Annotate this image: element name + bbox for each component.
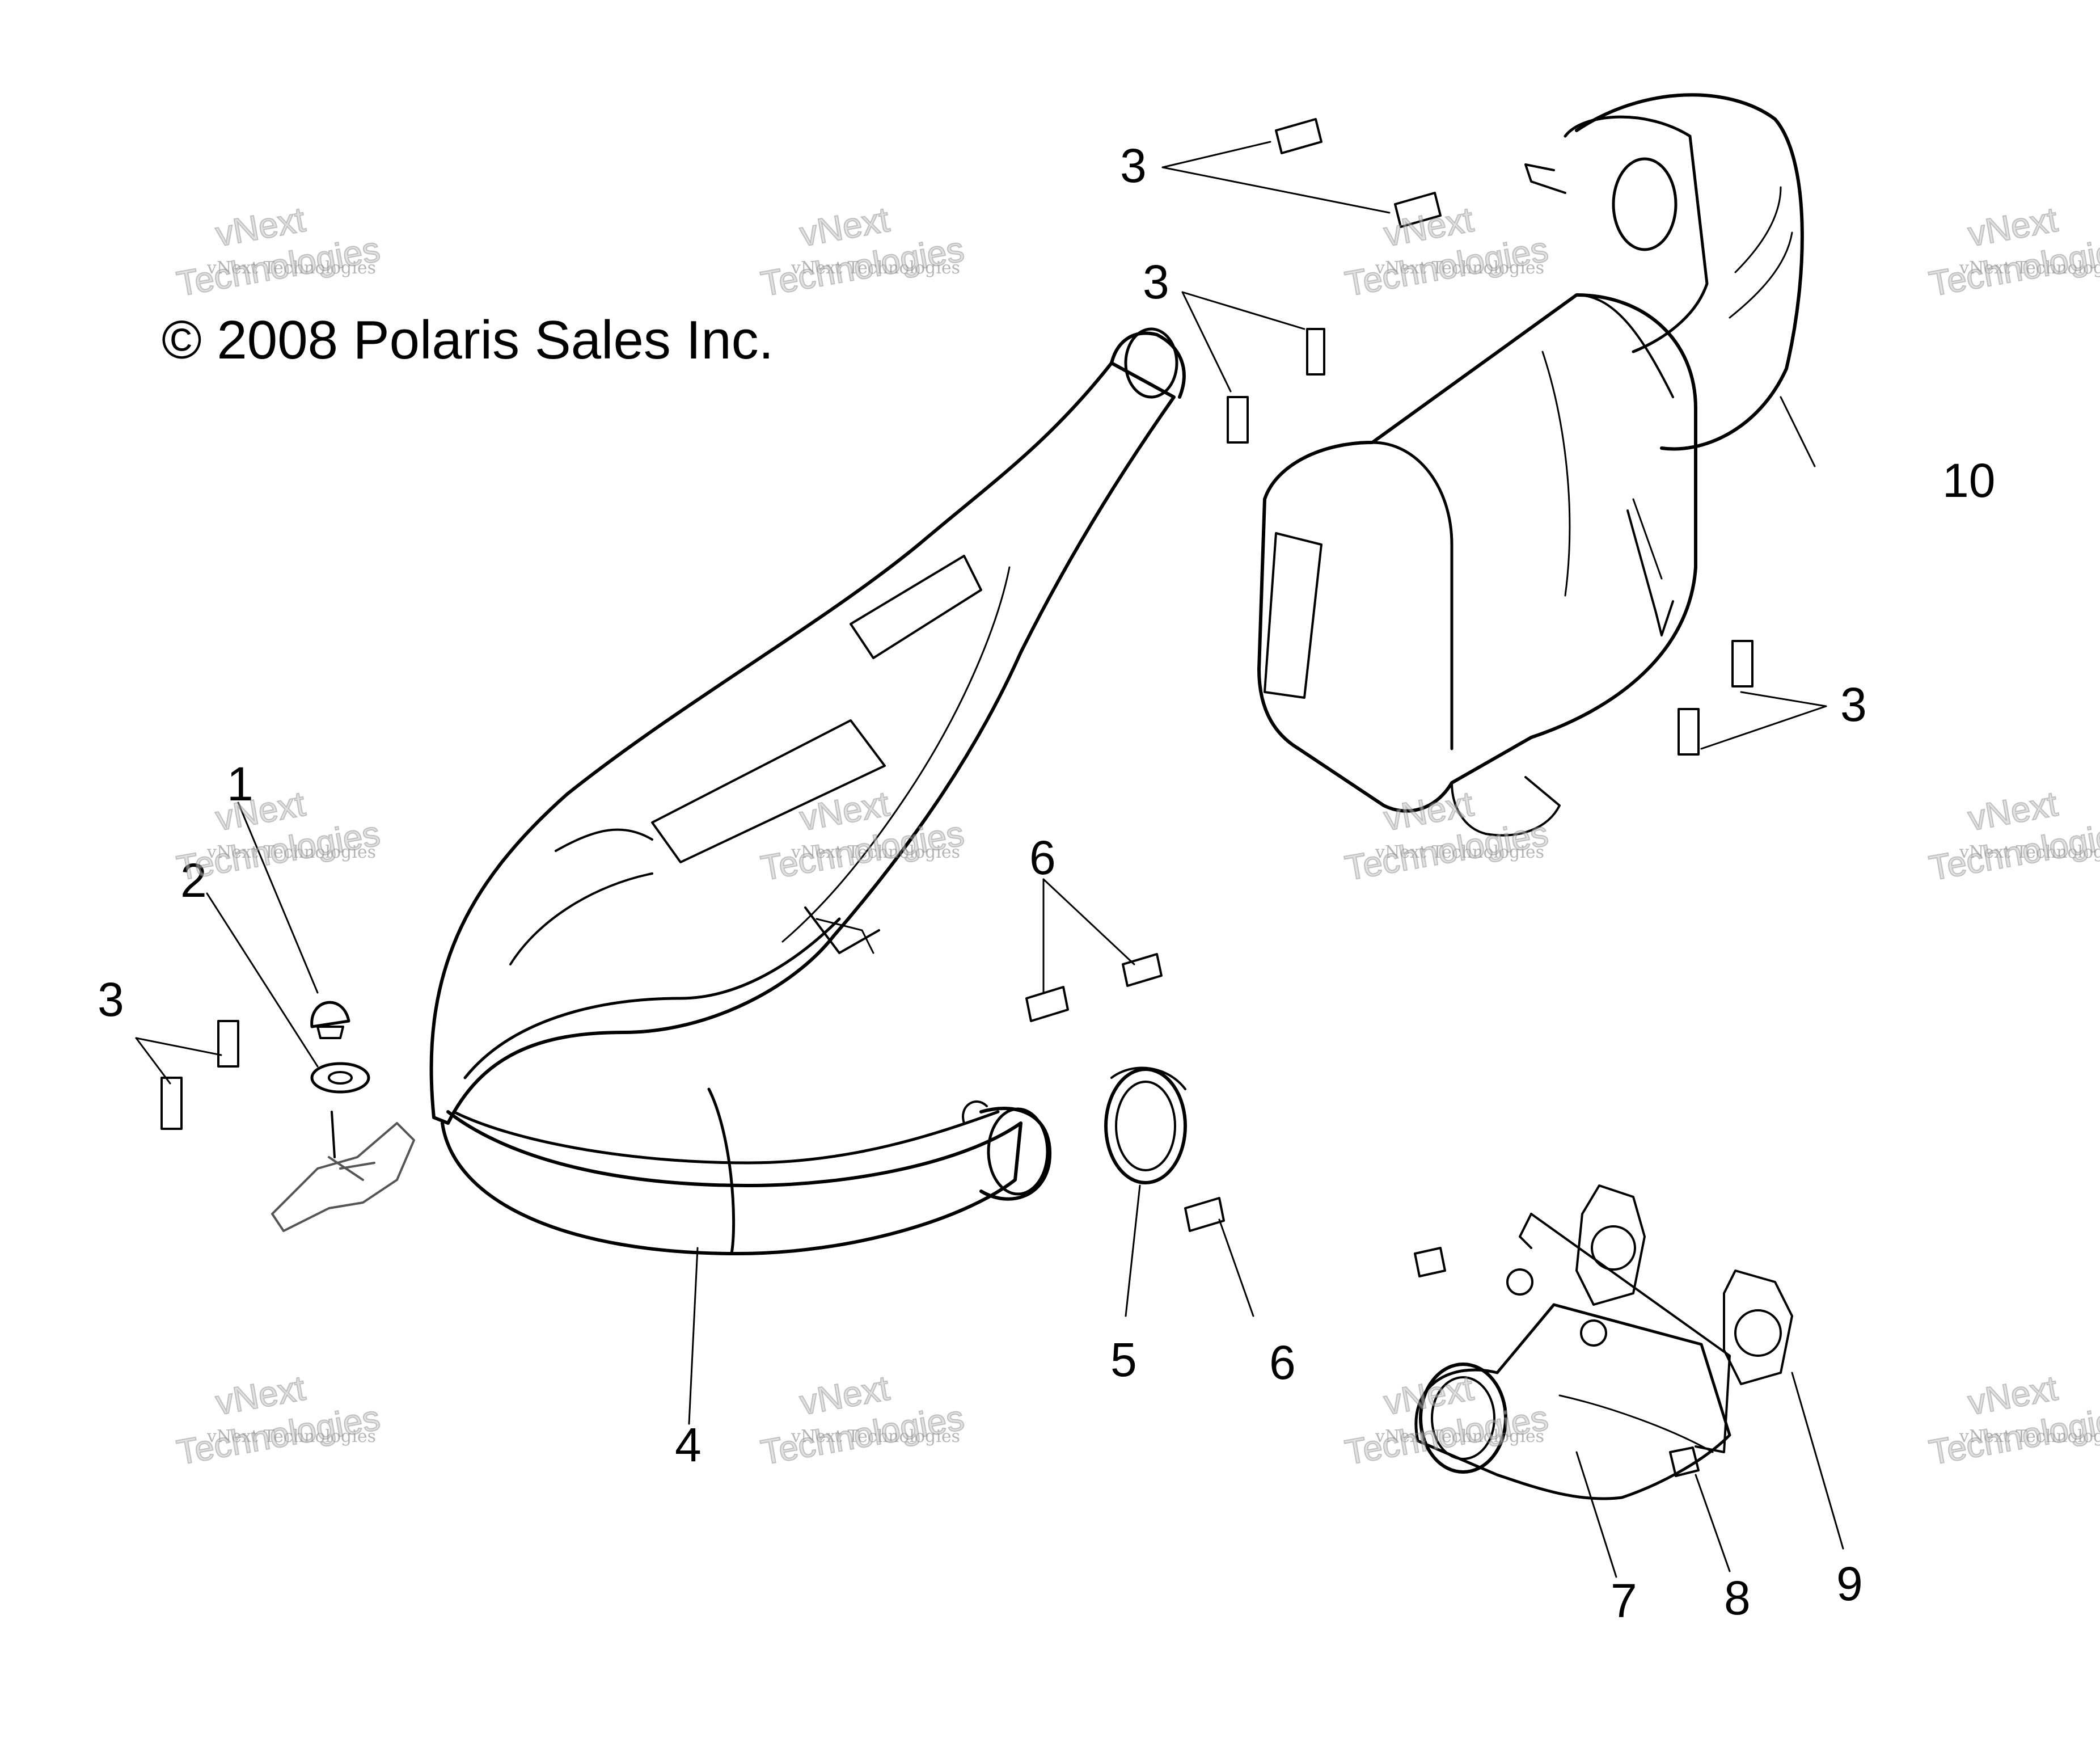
manifold-gasket bbox=[1575, 1184, 1793, 1385]
watermark-large: Technologies bbox=[174, 229, 383, 305]
watermark-large: Technologies bbox=[1926, 229, 2100, 305]
watermark: vNext Technologies bbox=[207, 258, 377, 278]
callout-9: 9 bbox=[1836, 1557, 1863, 1610]
callout-8: 8 bbox=[1724, 1571, 1751, 1625]
watermark: vNext Technologies bbox=[1375, 258, 1545, 278]
watermark-large: Technologies bbox=[1342, 229, 1552, 305]
watermark-large: Technologies bbox=[1926, 1398, 2100, 1473]
watermark: vNext Technologies bbox=[207, 842, 377, 862]
watermark: vNext Technologies bbox=[1959, 842, 2100, 862]
watermark-large: Technologies bbox=[1926, 813, 2100, 889]
callout-7: 7 bbox=[1611, 1574, 1637, 1627]
silencer-muffler bbox=[1257, 93, 1804, 837]
callout-5: 5 bbox=[1110, 1333, 1137, 1386]
callout-10: 10 bbox=[1942, 454, 1996, 507]
watermark: vNext Technologies bbox=[1959, 1427, 2100, 1446]
watermark: vNext Technologies bbox=[1959, 258, 2100, 278]
flat-washer bbox=[310, 1062, 370, 1094]
callout-2: 2 bbox=[180, 854, 207, 907]
watermark-large: Technologies bbox=[1342, 813, 1552, 889]
watermark: vNext Technologies bbox=[1375, 842, 1545, 862]
watermark: vNext Technologies bbox=[791, 1427, 961, 1446]
callout-1: 1 bbox=[227, 757, 253, 811]
rubber-grommet bbox=[310, 1001, 350, 1039]
watermark-large: Technologies bbox=[174, 1398, 383, 1473]
exhaust-seal-ring bbox=[1104, 1066, 1187, 1184]
callout-6: 6 bbox=[1029, 831, 1056, 884]
watermark-large: Technologies bbox=[174, 813, 383, 889]
watermark-large: Technologies bbox=[758, 1398, 967, 1473]
watermark: vNext Technologies bbox=[791, 842, 961, 862]
callout-3: 3 bbox=[98, 973, 124, 1026]
callout-6: 6 bbox=[1269, 1336, 1296, 1389]
callout-3: 3 bbox=[1143, 255, 1169, 309]
springs bbox=[160, 118, 1753, 1232]
callout-3: 3 bbox=[1120, 139, 1147, 192]
expansion-chamber-pipe bbox=[429, 327, 1186, 1255]
watermark-large: Technologies bbox=[758, 813, 967, 889]
mounting-bracket bbox=[271, 1111, 415, 1232]
watermark-large: Technologies bbox=[758, 229, 967, 305]
manifold-bolts bbox=[1414, 1247, 1700, 1477]
watermark-large: Technologies bbox=[1342, 1398, 1552, 1473]
callout-4: 4 bbox=[675, 1418, 702, 1471]
watermark: vNext Technologies bbox=[1375, 1427, 1545, 1446]
leader-lines bbox=[135, 141, 1844, 1578]
exhaust-manifold bbox=[1414, 1213, 1731, 1500]
copyright-text: © 2008 Polaris Sales Inc. bbox=[162, 310, 774, 370]
watermark: vNext Technologies bbox=[207, 1427, 377, 1446]
watermark: vNext Technologies bbox=[791, 258, 961, 278]
callout-3: 3 bbox=[1840, 678, 1867, 731]
